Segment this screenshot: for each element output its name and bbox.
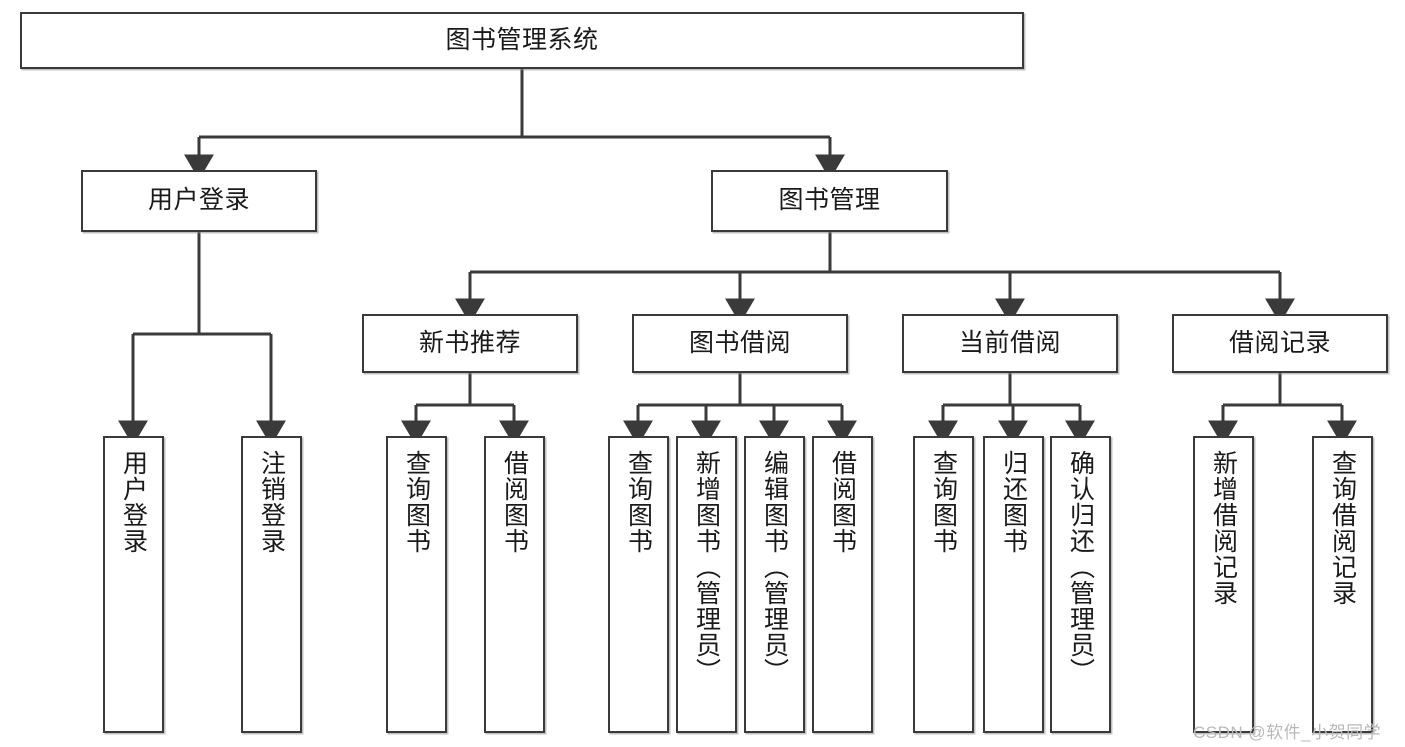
node-borrow-record[interactable]: 借阅记录: [1172, 314, 1388, 373]
node-book-borrow[interactable]: 图书借阅: [632, 314, 848, 373]
node-leaf-return-book-label: 归还图书: [999, 450, 1028, 554]
node-root[interactable]: 图书管理系统: [20, 12, 1024, 69]
node-root-label: 图书管理系统: [445, 25, 599, 54]
node-leaf-logout[interactable]: 注销登录: [241, 436, 302, 733]
node-leaf-borrow-book[interactable]: 借阅图书: [812, 436, 873, 733]
node-leaf-query-book-current[interactable]: 查询图书: [913, 436, 974, 733]
node-new-book-recommend-label: 新书推荐: [418, 328, 521, 357]
node-current-borrow-label: 当前借阅: [958, 328, 1061, 357]
node-leaf-add-book-admin[interactable]: 新增图书（管理员）: [676, 436, 737, 733]
node-leaf-user-login[interactable]: 用户登录: [103, 436, 164, 733]
node-leaf-borrow-book-label: 借阅图书: [828, 450, 857, 554]
node-leaf-confirm-return-admin-label: 确认归还（管理员）: [1066, 450, 1095, 684]
node-leaf-edit-book-admin-label: 编辑图书（管理员）: [760, 450, 789, 684]
node-leaf-query-book-current-label: 查询图书: [929, 450, 958, 554]
node-leaf-query-borrow-record-label: 查询借阅记录: [1328, 450, 1357, 606]
node-new-book-recommend[interactable]: 新书推荐: [362, 314, 578, 373]
node-leaf-user-login-label: 用户登录: [119, 450, 148, 554]
node-leaf-add-borrow-record[interactable]: 新增借阅记录: [1193, 436, 1254, 733]
node-leaf-query-borrow-record[interactable]: 查询借阅记录: [1312, 436, 1373, 733]
watermark: CSDN @软件_小贺同学: [1193, 723, 1382, 742]
node-leaf-borrow-book-rec[interactable]: 借阅图书: [484, 436, 545, 733]
node-leaf-borrow-book-rec-label: 借阅图书: [500, 450, 529, 554]
node-book-management[interactable]: 图书管理: [711, 170, 948, 232]
node-leaf-add-borrow-record-label: 新增借阅记录: [1209, 450, 1238, 606]
node-leaf-query-book-borrow-label: 查询图书: [624, 450, 653, 554]
node-leaf-edit-book-admin[interactable]: 编辑图书（管理员）: [744, 436, 805, 733]
node-leaf-query-book-borrow[interactable]: 查询图书: [608, 436, 669, 733]
node-leaf-query-book-rec[interactable]: 查询图书: [386, 436, 447, 733]
node-book-borrow-label: 图书借阅: [688, 328, 791, 357]
node-leaf-return-book[interactable]: 归还图书: [983, 436, 1044, 733]
node-leaf-query-book-rec-label: 查询图书: [402, 450, 431, 554]
node-user-login-label: 用户登录: [147, 186, 250, 215]
node-leaf-add-book-admin-label: 新增图书（管理员）: [692, 450, 721, 684]
node-user-login[interactable]: 用户登录: [81, 170, 317, 232]
node-leaf-logout-label: 注销登录: [257, 450, 286, 554]
node-book-management-label: 图书管理: [778, 186, 881, 215]
node-borrow-record-label: 借阅记录: [1228, 328, 1331, 357]
node-leaf-confirm-return-admin[interactable]: 确认归还（管理员）: [1050, 436, 1111, 733]
node-current-borrow[interactable]: 当前借阅: [902, 314, 1118, 373]
